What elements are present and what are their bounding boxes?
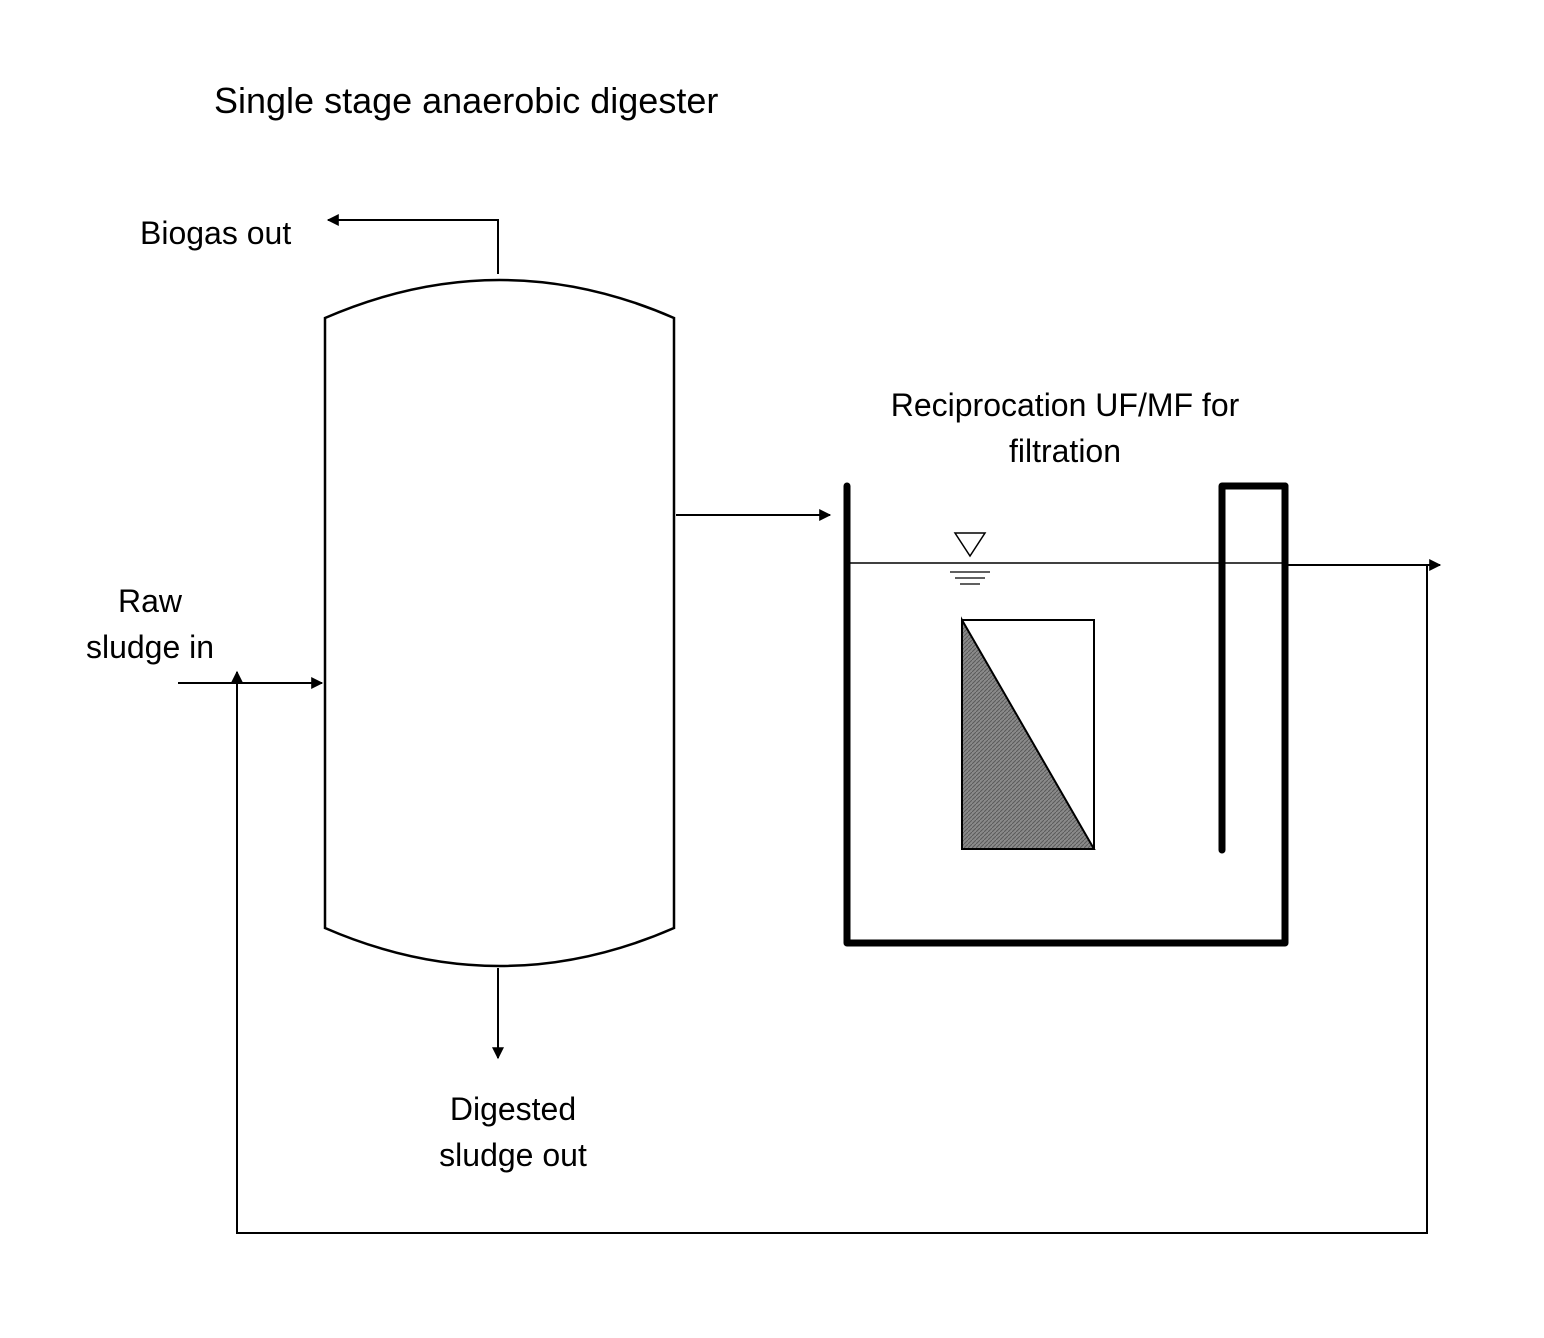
water-level-icon [950, 533, 990, 584]
biogas-out-label: Biogas out [140, 210, 291, 256]
permeate-riser [1222, 486, 1285, 850]
digested-sludge-out-label: Digested sludge out [413, 1086, 613, 1178]
raw-sludge-label-line1: Raw [60, 578, 240, 624]
raw-sludge-label-line2: sludge in [60, 624, 240, 670]
raw-sludge-in-label: Raw sludge in [60, 578, 240, 670]
digester-vessel [325, 280, 674, 966]
filtration-unit-label: Reciprocation UF/MF for filtration [860, 382, 1270, 474]
filtration-label-line1: Reciprocation UF/MF for [860, 382, 1270, 428]
membrane-module [962, 620, 1094, 849]
biogas-outlet-pipe [328, 220, 498, 274]
diagram-title: Single stage anaerobic digester [214, 78, 718, 124]
filtration-label-line2: filtration [860, 428, 1270, 474]
digested-label-line2: sludge out [413, 1132, 613, 1178]
digested-label-line1: Digested [413, 1086, 613, 1132]
